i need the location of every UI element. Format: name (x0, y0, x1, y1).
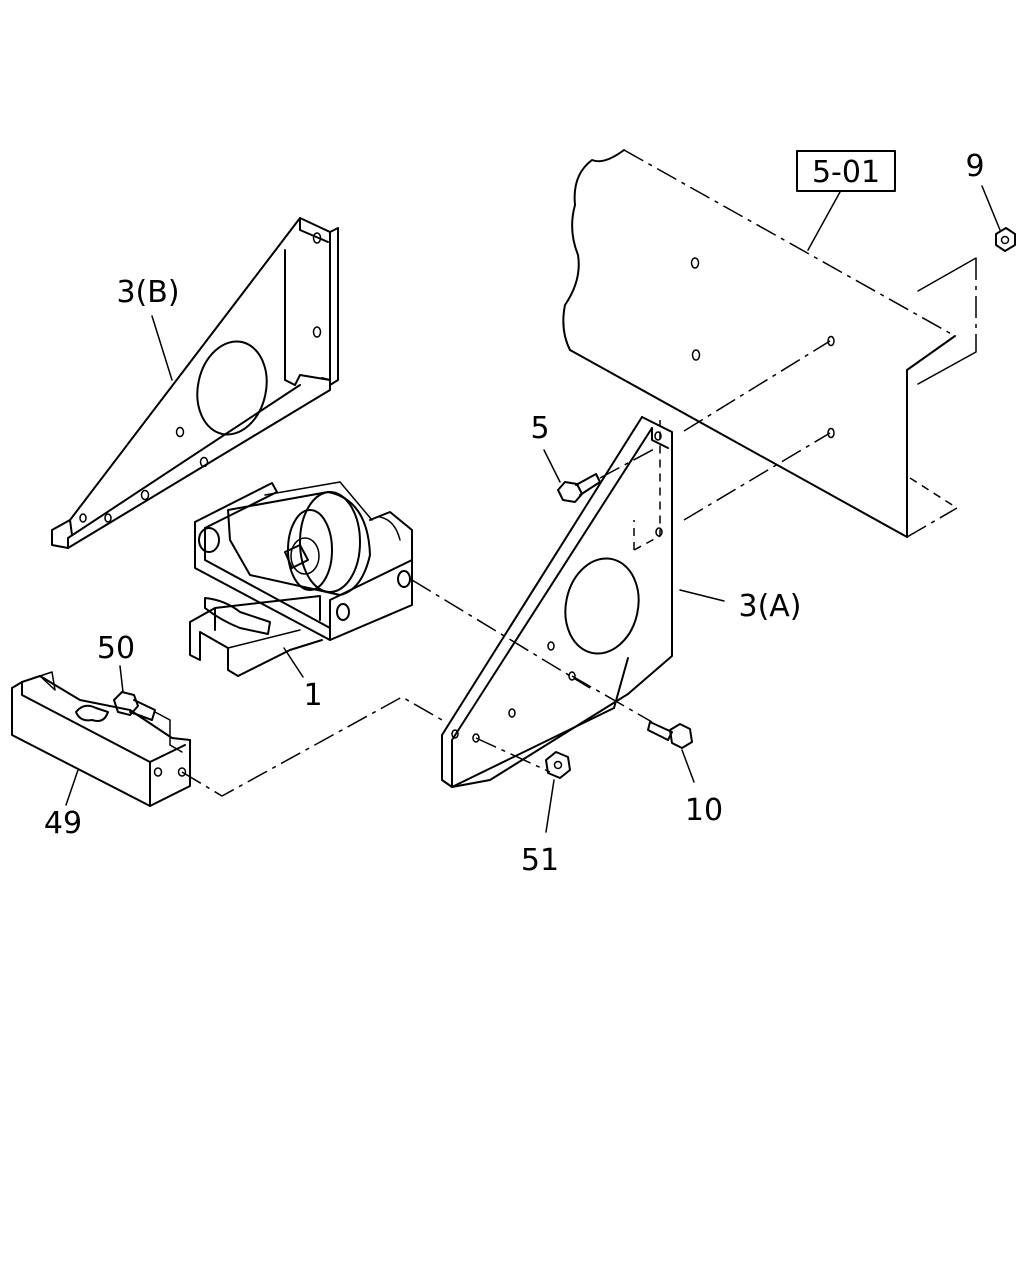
main-unit-1: 1 (189, 481, 413, 713)
part-5: 5 (530, 411, 657, 503)
label-3b: 3(B) (116, 275, 179, 310)
frame-rail (562, 149, 958, 538)
part-9: 9 (917, 149, 1016, 385)
label-50: 50 (97, 631, 135, 666)
reference-box: 5-01 (796, 150, 896, 251)
part-10: 10 (571, 675, 723, 828)
bracket-3b: 3(B) (51, 217, 339, 549)
label-3a: 3(A) (738, 589, 801, 624)
guard-49: 49 (11, 671, 191, 841)
part-51: 51 (475, 737, 571, 878)
label-49: 49 (44, 806, 82, 841)
ref-box-label: 5-01 (812, 155, 880, 190)
label-1: 1 (303, 678, 322, 713)
label-9: 9 (965, 149, 984, 184)
label-51: 51 (521, 843, 559, 878)
part-50: 50 (97, 631, 183, 753)
label-5: 5 (530, 411, 549, 446)
bracket-3a: 3(A) (441, 416, 802, 788)
label-10: 10 (685, 793, 723, 828)
